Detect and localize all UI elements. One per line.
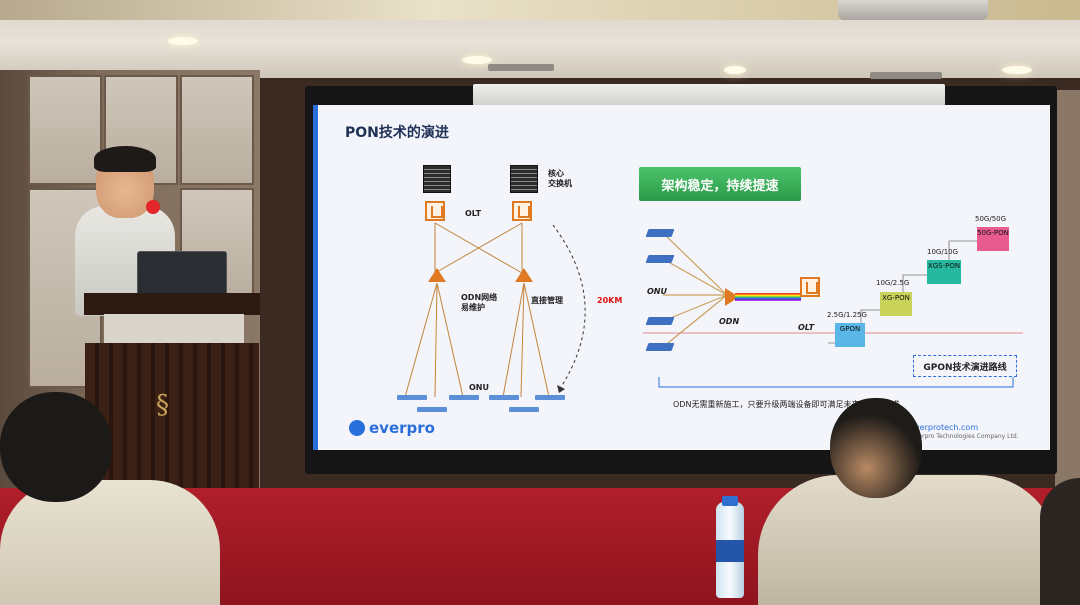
ceiling-light xyxy=(168,37,198,45)
olt-icon xyxy=(800,277,820,297)
ceiling-trim xyxy=(0,0,1080,20)
core-switch-icon xyxy=(510,165,538,193)
podium-logo-emblem: § xyxy=(156,390,169,420)
caption-bracket xyxy=(658,377,1014,388)
onu-label-right: ONU xyxy=(647,287,667,296)
olt-icon xyxy=(425,201,445,221)
slide-accent-bar xyxy=(313,105,318,450)
fiber-line xyxy=(520,282,525,398)
ceiling-light xyxy=(462,56,492,64)
onu-device-icon xyxy=(509,407,539,412)
speed-rate: 2.5G/1.25G xyxy=(827,311,867,319)
onu-device-icon xyxy=(489,395,519,400)
audience-member xyxy=(758,475,1058,605)
everpro-logo: everpro xyxy=(349,419,435,437)
audience-head xyxy=(0,392,112,502)
audience-member xyxy=(1040,478,1080,605)
splitter-icon xyxy=(428,268,446,282)
onu-device-icon xyxy=(645,229,675,237)
onu-line xyxy=(662,294,728,322)
fiber-line xyxy=(434,282,438,398)
onu-device-icon xyxy=(397,395,427,400)
olt-label-right: OLT xyxy=(798,323,815,332)
diagram-lines xyxy=(404,222,1023,398)
onu-device-icon xyxy=(535,395,565,400)
audience-head xyxy=(830,398,922,498)
arrow-head xyxy=(557,385,565,393)
distance-arrow xyxy=(552,224,586,388)
ceiling-light xyxy=(724,66,746,74)
odn-maintenance-label: ODN网络 易维护 xyxy=(461,293,498,312)
onu-line xyxy=(662,294,728,348)
slide-banner: 架构稳定，持续提速 xyxy=(639,167,801,201)
onu-device-icon xyxy=(449,395,479,400)
50g-pon-box: 50G-PON xyxy=(977,227,1009,251)
onu-device-icon xyxy=(645,317,675,325)
onu-label-left: ONU xyxy=(469,383,489,392)
core-switch-label: 核心 交换机 xyxy=(548,169,572,188)
fiber-line xyxy=(404,282,438,398)
bottle-label xyxy=(716,540,744,562)
onu-line xyxy=(662,232,728,296)
splitter-icon xyxy=(515,268,533,282)
website-text: everprotech.com xyxy=(910,423,979,432)
speed-rate: 10G/2.5G xyxy=(876,279,910,287)
logo-text: everpro xyxy=(369,419,435,437)
projector xyxy=(838,0,988,20)
audience-member xyxy=(0,480,220,605)
speed-rate: 10G/10G xyxy=(927,248,959,256)
odn-label: ODN xyxy=(719,317,740,326)
right-wall xyxy=(1055,90,1080,490)
xgs-pon-box: XGS-PON xyxy=(927,260,961,284)
xg-pon-box: XG-PON xyxy=(880,292,912,316)
direct-manage-label: 直接管理 xyxy=(531,296,563,305)
wall-panel xyxy=(180,75,254,185)
presentation-slide: PON技术的演进 架构稳定，持续提速 核心 交换机 xyxy=(313,105,1050,450)
laptop xyxy=(137,251,227,299)
ceiling-vent xyxy=(488,64,554,71)
fiber-line xyxy=(502,282,525,398)
onu-line xyxy=(662,258,728,296)
distance-label: 20KM xyxy=(597,296,623,305)
speaker-hair xyxy=(94,146,156,172)
gpon-box: GPON xyxy=(835,323,865,347)
wavelength-beam xyxy=(735,293,801,301)
ceiling-vent xyxy=(870,72,942,79)
slide-title: PON技术的演进 xyxy=(345,125,449,141)
wall-panel xyxy=(28,75,102,185)
fiber-line xyxy=(436,282,464,398)
core-switch-icon xyxy=(423,165,451,193)
link-line xyxy=(434,222,523,274)
caption-text: ODN无需重新施工，只要升级两端设备即可满足未来大带宽要求 xyxy=(673,400,900,409)
podium-monitor xyxy=(104,314,244,344)
onu-device-icon xyxy=(417,407,447,412)
podium-top xyxy=(84,293,260,315)
olt-icon xyxy=(512,201,532,221)
fiber-line xyxy=(523,282,550,398)
logo-icon xyxy=(349,420,365,436)
olt-label: OLT xyxy=(465,209,482,218)
company-text: Everpro Technologies Company Ltd. xyxy=(911,433,1019,440)
roadmap-label: GPON技术演进路线 xyxy=(913,355,1017,377)
onu-device-icon xyxy=(645,343,675,351)
screen-housing xyxy=(473,84,945,106)
speed-rate: 50G/50G xyxy=(975,215,1007,223)
ceiling-light xyxy=(1002,66,1032,74)
microphone xyxy=(146,200,160,214)
bottle-cap xyxy=(722,496,738,506)
onu-device-icon xyxy=(645,255,675,263)
